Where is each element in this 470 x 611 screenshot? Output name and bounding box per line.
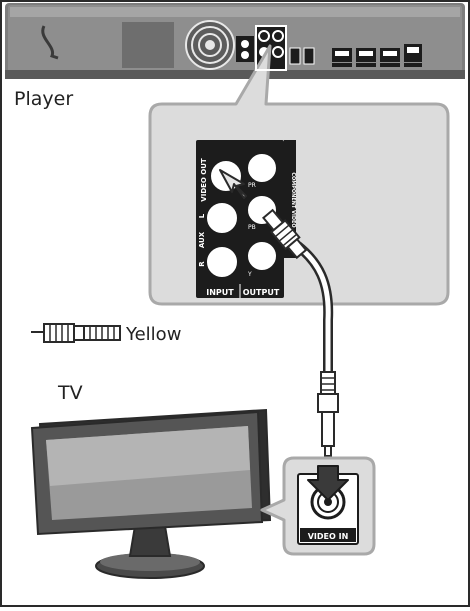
pb-label: PB (248, 224, 256, 231)
input-label: INPUT (206, 288, 234, 297)
tv-label: TV (58, 382, 83, 404)
aux-jack-left (205, 201, 239, 235)
video-out-label: VIDEO OUT (200, 158, 208, 202)
aux-right-label: R (198, 261, 206, 267)
component-jack-y (246, 240, 278, 272)
pr-label: PR (248, 182, 256, 189)
yellow-cable-legend-icon (31, 323, 121, 343)
player-rear-panel (5, 3, 465, 79)
tv-icon (30, 408, 272, 579)
power-cord-icon (41, 25, 59, 60)
down-arrow-icon (307, 465, 349, 501)
output-label: OUTPUT (243, 288, 280, 297)
component-jack-pr (246, 152, 278, 184)
aux-jack-right (205, 245, 239, 279)
insert-arrow-icon (219, 169, 247, 199)
aux-label: AUX (198, 231, 206, 248)
rca-cable (261, 208, 339, 457)
fan-icon (185, 20, 235, 70)
aux-left-label: L (198, 213, 206, 218)
vent-block (122, 22, 174, 68)
yellow-label: Yellow (126, 324, 182, 345)
component-video-label: COMPONENT VIDEO (290, 172, 296, 227)
tv-jack-callout: VIDEO IN (260, 456, 376, 556)
player-label: Player (14, 88, 74, 110)
video-in-label: VIDEO IN (308, 532, 349, 541)
y-label: Y (247, 271, 252, 278)
hdmi-port-group (332, 44, 422, 67)
